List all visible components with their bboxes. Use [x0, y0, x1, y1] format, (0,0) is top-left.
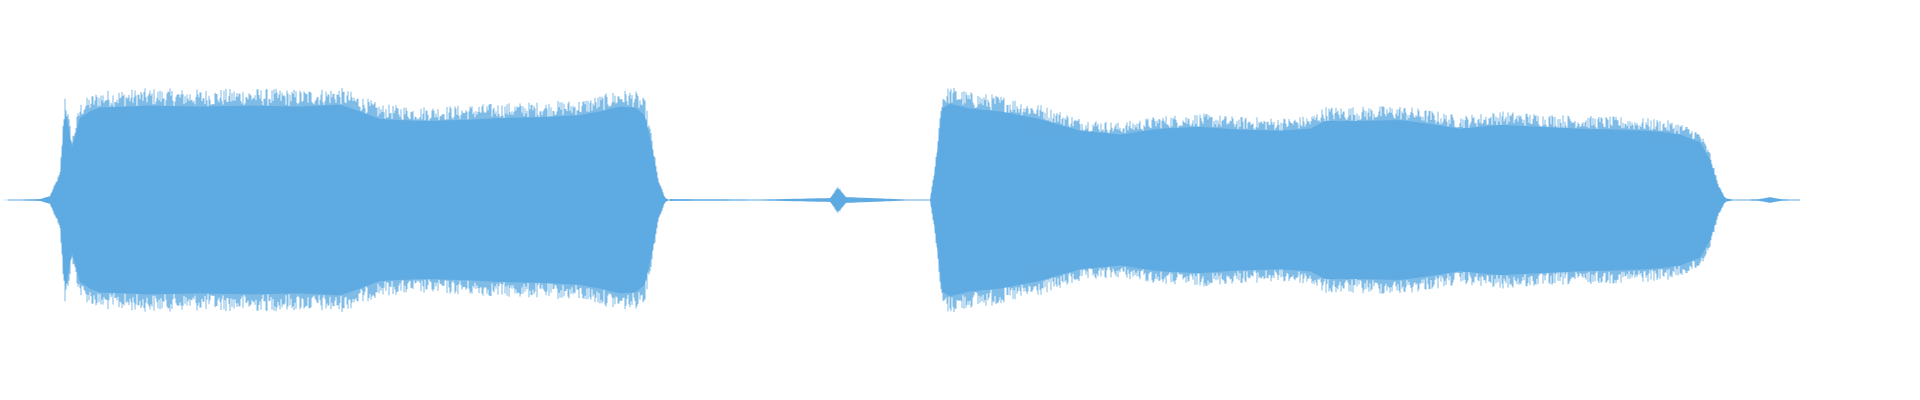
quiet-gap-envelope — [670, 188, 930, 212]
segment-1-peaks — [50, 87, 664, 313]
tail-envelope — [1735, 197, 1799, 203]
quiet-gap-peaks — [832, 187, 845, 213]
segment-2-peaks — [930, 88, 1724, 312]
waveform-group — [0, 87, 1800, 313]
